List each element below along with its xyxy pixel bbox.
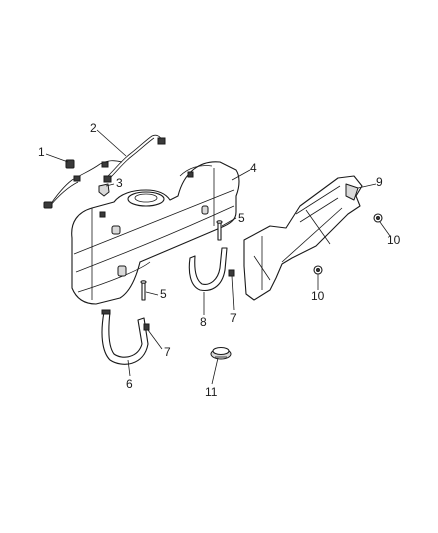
- callout-10-center: 10: [311, 289, 325, 303]
- part-10-push-nut-right: [373, 213, 383, 223]
- callout-10-right: 10: [387, 233, 401, 247]
- callout-2: 2: [90, 121, 97, 135]
- part-5-stud-upper: [216, 220, 223, 241]
- callout-5-lower: 5: [160, 287, 167, 301]
- part-5-stud-lower: [140, 280, 147, 301]
- part-7-nut-lower: [143, 323, 150, 331]
- part-7-nut-upper: [228, 269, 235, 277]
- callout-labels: 1 2 3 4 5 5 6 7 7 8 9 10 10 11: [38, 121, 401, 399]
- part-4-fuel-tank: [71, 161, 240, 305]
- callout-8: 8: [200, 315, 207, 329]
- part-9-heat-shield: [243, 175, 363, 301]
- part-3-clip: [98, 183, 110, 197]
- callout-7-lower: 7: [164, 345, 171, 359]
- part-8-strap: [188, 247, 228, 292]
- part-1-wiring-harness: [43, 159, 123, 209]
- callout-9: 9: [376, 175, 383, 189]
- leader-lines: [45, 129, 391, 385]
- part-10-push-nut-center: [313, 265, 323, 275]
- callout-11: 11: [205, 385, 218, 399]
- callout-5-upper: 5: [238, 211, 245, 225]
- callout-7-upper: 7: [230, 311, 237, 325]
- callout-6: 6: [126, 377, 133, 391]
- callout-1: 1: [38, 145, 45, 159]
- part-11-cap: [210, 346, 232, 360]
- part-2-vent-line: [103, 134, 166, 183]
- callout-3: 3: [116, 176, 123, 190]
- callout-4: 4: [250, 161, 257, 175]
- part-6-strap: [101, 309, 149, 365]
